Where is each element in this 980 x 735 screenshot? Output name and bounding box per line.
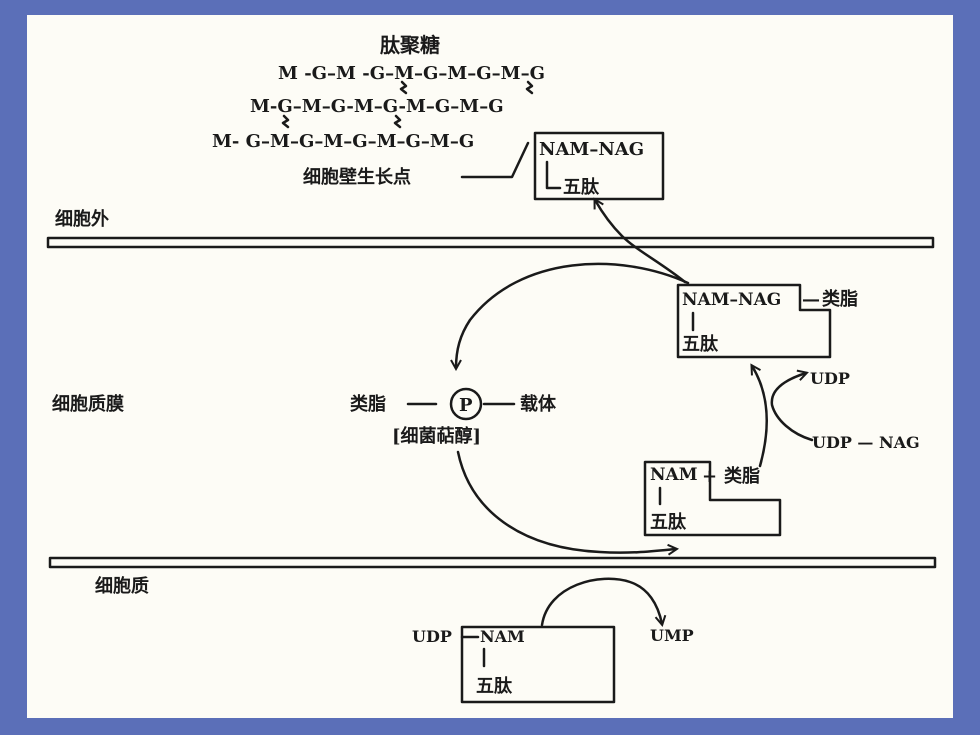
lipid-nam-label: NAM (650, 465, 698, 485)
wall-peptide-link (545, 160, 562, 190)
udp-nam-label: NAM (480, 627, 525, 646)
udp-nam-box (460, 625, 616, 704)
lipid-label-lower-dash: + (702, 466, 717, 487)
udp-nam-udp-label: UDP (412, 627, 452, 646)
arrow-udp-release (770, 373, 814, 442)
lipid-nam-nag-label: NAM–NAG (682, 290, 781, 310)
carrier-label: 载体 (520, 393, 557, 415)
bottom-pentapeptide-label: 五肽 (476, 675, 513, 697)
arrow-carrier-recycle (456, 262, 690, 368)
slide-paper (27, 15, 953, 718)
wall-pentapeptide-label: 五肽 (563, 176, 600, 198)
udp-out-label: UDP (810, 369, 850, 388)
cytoplasm-label: 细胞质 (95, 575, 149, 597)
peptidoglycan-title: 肽聚糖 (380, 33, 440, 57)
phosphate-circle (449, 387, 483, 421)
upper-pentapeptide-label: 五肽 (682, 333, 719, 355)
arrow-to-upper-box (752, 366, 768, 468)
arrow-udp-nam-to-ump (540, 577, 662, 625)
glycan-chain-1: M -G–M -G–M–G–M–G–M–G (278, 63, 545, 84)
wall-nam-nag-label: NAM–NAG (539, 139, 644, 160)
carrier-lipid-label: 类脂 (350, 393, 386, 415)
lipid-label-upper: 类脂 (822, 288, 858, 310)
cross-link-2 (525, 80, 534, 95)
arrow-to-wall (595, 200, 687, 284)
cross-link-4 (393, 114, 402, 129)
lipid-nam-nag-box (676, 283, 832, 359)
lower-pentapeptide-label: 五肽 (650, 511, 687, 533)
outside-cell-label: 细胞外 (55, 208, 109, 230)
phosphate-label: P (459, 395, 473, 416)
growth-point-label: 细胞壁生长点 (303, 166, 411, 188)
lipid-label-upper-dash: — (802, 289, 820, 310)
cross-link-1 (399, 80, 408, 95)
membrane-label: 细胞质膜 (52, 393, 124, 415)
lipid-nam-box (643, 460, 782, 537)
cross-link-3 (281, 114, 290, 129)
lipid-label-lower: 类脂 (724, 465, 760, 487)
udp-nag-label: UDP — NAG (812, 433, 920, 452)
ump-label: UMP (650, 626, 694, 645)
inner-membrane-line (48, 556, 937, 569)
glycan-chain-3: M- G–M–G–M–G–M–G–M–G (212, 131, 474, 152)
glycan-chain-2: M-G–M–G-M–G-M–G–M–G (250, 96, 504, 117)
arrow-carrier-to-nam (456, 450, 676, 553)
bactoprenol-label: [细菌萜醇] (392, 425, 481, 447)
growth-point-pointer (460, 141, 530, 179)
outer-membrane-line (46, 236, 935, 249)
